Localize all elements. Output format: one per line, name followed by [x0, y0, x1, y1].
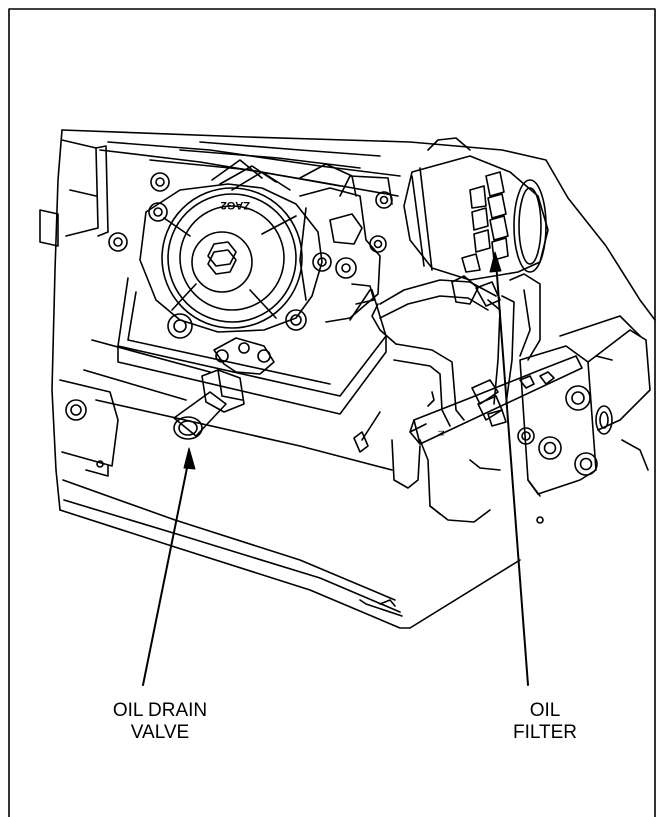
cutaway-outline: [51, 129, 656, 629]
right-mounting-plate: N: [409, 315, 651, 524]
oil-filter-label-line2: FILTER: [512, 722, 578, 743]
oil-drain-valve-label-line2: VALVE: [130, 722, 190, 743]
svg-text:N: N: [437, 430, 446, 436]
engine-top: [99, 141, 401, 209]
oil-drain-valve-leader: [142, 447, 196, 686]
svg-text:ZAG2: ZAG2: [221, 199, 250, 211]
page-border: [8, 8, 656, 817]
oil-filter-label: OIL FILTER: [480, 700, 610, 744]
engine-block: [299, 187, 387, 323]
oil-filter-label-line1: OIL: [529, 700, 561, 721]
oil-drain-valve-label: OIL DRAIN VALVE: [70, 700, 250, 744]
oil-filter-leader: [489, 251, 529, 686]
oil-drain-valve-label-line1: OIL DRAIN: [112, 700, 208, 721]
oil-filter: [403, 137, 549, 281]
oil-drain-valve: [173, 337, 275, 440]
pulley-cover: ZAG2: [139, 183, 332, 333]
left-frame-rail: [39, 139, 128, 477]
oil-pan: [83, 277, 387, 415]
lower-floor: [95, 399, 403, 617]
